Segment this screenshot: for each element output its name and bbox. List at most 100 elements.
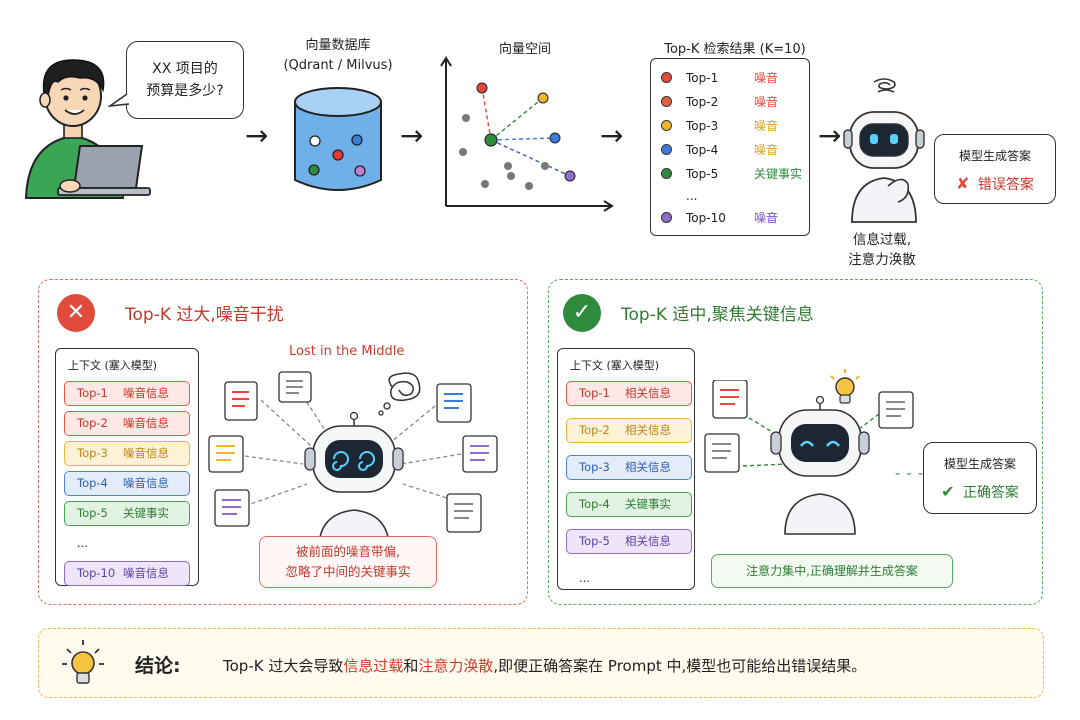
result-dot-icon xyxy=(661,96,672,107)
bad-docs-and-arrows xyxy=(208,371,498,549)
result-tag: 噪音 xyxy=(754,143,779,157)
user-illustration xyxy=(18,48,153,208)
context-chip: Top-5 关键事实 xyxy=(64,501,190,526)
chip-text: 噪音信息 xyxy=(123,386,169,400)
chip-text: 相关信息 xyxy=(625,460,671,474)
result-rank: Top-10 xyxy=(686,211,726,225)
result-tag: 噪音 xyxy=(754,71,779,85)
chip-rank: Top-3 xyxy=(579,460,610,474)
good-note-box: 注意力集中,正确理解并生成答案 xyxy=(711,554,953,588)
topk-result-row: Top-3 噪音 xyxy=(661,117,778,135)
overload-caption-2: 注意力涣散 xyxy=(848,252,916,268)
chip-text: 噪音信息 xyxy=(123,476,169,490)
result-dot-icon xyxy=(661,212,672,223)
context-chip: ... xyxy=(566,566,692,591)
conclusion-text: Top-K 过大会导致信息过载和注意力涣散,即便正确答案在 Prompt 中,模… xyxy=(223,655,866,676)
panel-bad-title: Top-K 过大,噪音干扰 xyxy=(125,305,284,325)
user-question-bubble: XX 项目的 预算是多少? xyxy=(126,41,244,119)
flow-arrow-4: → xyxy=(818,119,842,152)
panel-good-title: Top-K 适中,聚焦关键信息 xyxy=(621,305,814,325)
vector-db-subtitle: (Qdrant / Milvus) xyxy=(283,58,393,73)
answer-arrow: - - - xyxy=(895,466,925,482)
result-rank: Top-5 xyxy=(686,167,719,181)
question-line-1: XX 项目的 xyxy=(152,61,218,77)
good-docs-and-robot xyxy=(704,380,914,535)
bad-context-title: 上下文 (塞入模型) xyxy=(68,359,158,372)
correct-answer-title: 模型生成答案 xyxy=(943,457,1016,471)
flow-arrow-1: → xyxy=(245,119,269,152)
correct-answer-text: 正确答案 xyxy=(962,485,1019,501)
context-chip: Top-1 噪音信息 xyxy=(64,381,190,406)
conclusion-highlight-1: 信息过载 xyxy=(343,657,404,675)
database-icon xyxy=(293,86,383,198)
topk-result-row: Top-4 噪音 xyxy=(661,141,778,159)
flow-arrow-3: → xyxy=(600,119,624,152)
conclusion-text-c: ,即便正确答案在 Prompt 中,模型也可能给出错误结果。 xyxy=(493,657,867,675)
chip-rank: Top-2 xyxy=(579,423,610,437)
chip-rank: ... xyxy=(579,571,590,585)
result-rank: Top-1 xyxy=(686,71,719,85)
good-note-text: 注意力集中,正确理解并生成答案 xyxy=(746,564,918,578)
scribble-thought-icon xyxy=(373,368,433,418)
bad-note-line-2: 忽略了中间的关键事实 xyxy=(285,564,411,579)
result-dot-icon xyxy=(661,72,672,83)
check-circle-icon: ✓ xyxy=(563,294,601,332)
chip-rank: Top-1 xyxy=(579,386,610,400)
lost-in-middle-title: Lost in the Middle xyxy=(289,344,405,359)
chip-rank: Top-2 xyxy=(77,416,108,430)
wrong-answer-box: 模型生成答案 ✘ 错误答案 xyxy=(934,134,1056,204)
question-line-2: 预算是多少? xyxy=(146,83,224,99)
chip-text: 噪音信息 xyxy=(123,566,169,580)
result-rank: Top-3 xyxy=(686,119,719,133)
context-chip: Top-3 相关信息 xyxy=(566,455,692,480)
confused-robot xyxy=(838,74,930,224)
vector-space-plot xyxy=(438,56,618,212)
wrong-answer-title: 模型生成答案 xyxy=(958,149,1031,163)
chip-rank: Top-5 xyxy=(77,506,108,520)
chip-text: 关键事实 xyxy=(625,497,671,511)
vector-space-title: 向量空间 xyxy=(498,42,551,57)
result-rank: Top-2 xyxy=(686,95,719,109)
check-icon: ✔ xyxy=(941,482,955,501)
conclusion-text-a: Top-K 过大会导致 xyxy=(223,657,344,675)
topk-results-title: Top-K 检索结果 (K=10) xyxy=(664,42,806,57)
chip-text: 相关信息 xyxy=(625,423,671,437)
chip-rank: Top-4 xyxy=(579,497,610,511)
bad-note-line-1: 被前面的噪音带偏, xyxy=(296,544,400,559)
topk-result-row: Top-1 噪音 xyxy=(661,69,778,87)
context-chip: ... xyxy=(64,531,190,556)
bad-note-box: 被前面的噪音带偏, 忽略了中间的关键事实 xyxy=(259,536,437,588)
chip-rank: Top-1 xyxy=(77,386,108,400)
correct-answer-box: 模型生成答案 ✔ 正确答案 xyxy=(923,442,1037,514)
context-chip: Top-2 相关信息 xyxy=(566,418,692,443)
vector-db-title: 向量数据库 xyxy=(305,38,371,53)
result-tag: 噪音 xyxy=(754,119,779,133)
context-chip: Top-1 相关信息 xyxy=(566,381,692,406)
chip-rank: Top-10 xyxy=(77,566,116,580)
chip-rank: ... xyxy=(77,536,88,550)
chip-text: 噪音信息 xyxy=(123,446,169,460)
result-rank: Top-4 xyxy=(686,143,719,157)
overload-caption-1: 信息过载, xyxy=(852,232,912,248)
result-dot-icon xyxy=(661,120,672,131)
good-context-title: 上下文 (塞入模型) xyxy=(570,359,660,372)
chip-text: 相关信息 xyxy=(625,386,671,400)
result-rank: ... xyxy=(686,189,698,203)
conclusion-text-b: 和 xyxy=(403,657,419,675)
conclusion-label: 结论: xyxy=(135,655,181,677)
chip-text: 关键事实 xyxy=(123,506,169,520)
result-dot-icon xyxy=(661,144,672,155)
lightbulb-icon xyxy=(61,639,105,689)
conclusion-banner: 结论: Top-K 过大会导致信息过载和注意力涣散,即便正确答案在 Prompt… xyxy=(38,628,1044,698)
chip-rank: Top-5 xyxy=(579,534,610,548)
